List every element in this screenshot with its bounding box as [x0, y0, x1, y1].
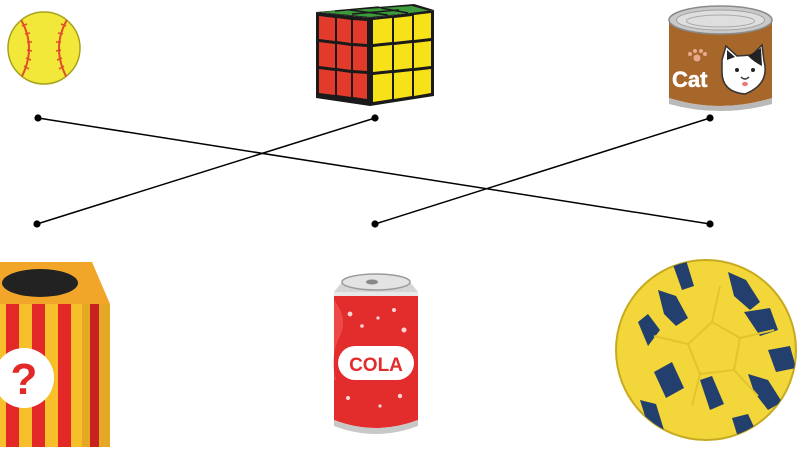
handball-icon — [615, 259, 797, 441]
anchor-dot-cola-can[interactable] — [371, 220, 379, 228]
softball-icon — [7, 11, 81, 85]
mystery-box-icon: ? — [0, 262, 110, 447]
cola-can-icon: COLA — [333, 273, 418, 434]
connection-cat-can-cola-can — [374, 117, 711, 225]
anchor-dot-mystery-box[interactable] — [33, 220, 41, 228]
rubiks-cube-icon — [316, 4, 434, 106]
cat-food-can-icon: Cat — [668, 5, 773, 111]
cat-can-label: Cat — [672, 67, 708, 92]
connection-lines — [36, 117, 711, 225]
mystery-box-label: ? — [11, 355, 38, 404]
connection-rubiks-cube-mystery-box — [36, 117, 376, 225]
cola-can-label: COLA — [349, 355, 403, 376]
anchor-dot-cat-food-can[interactable] — [706, 114, 714, 122]
anchor-dot-rubiks-cube[interactable] — [371, 114, 379, 122]
anchor-dots — [33, 114, 714, 228]
anchor-dot-softball[interactable] — [34, 114, 42, 122]
connection-softball-handball — [37, 117, 711, 225]
anchor-dot-handball[interactable] — [706, 220, 714, 228]
